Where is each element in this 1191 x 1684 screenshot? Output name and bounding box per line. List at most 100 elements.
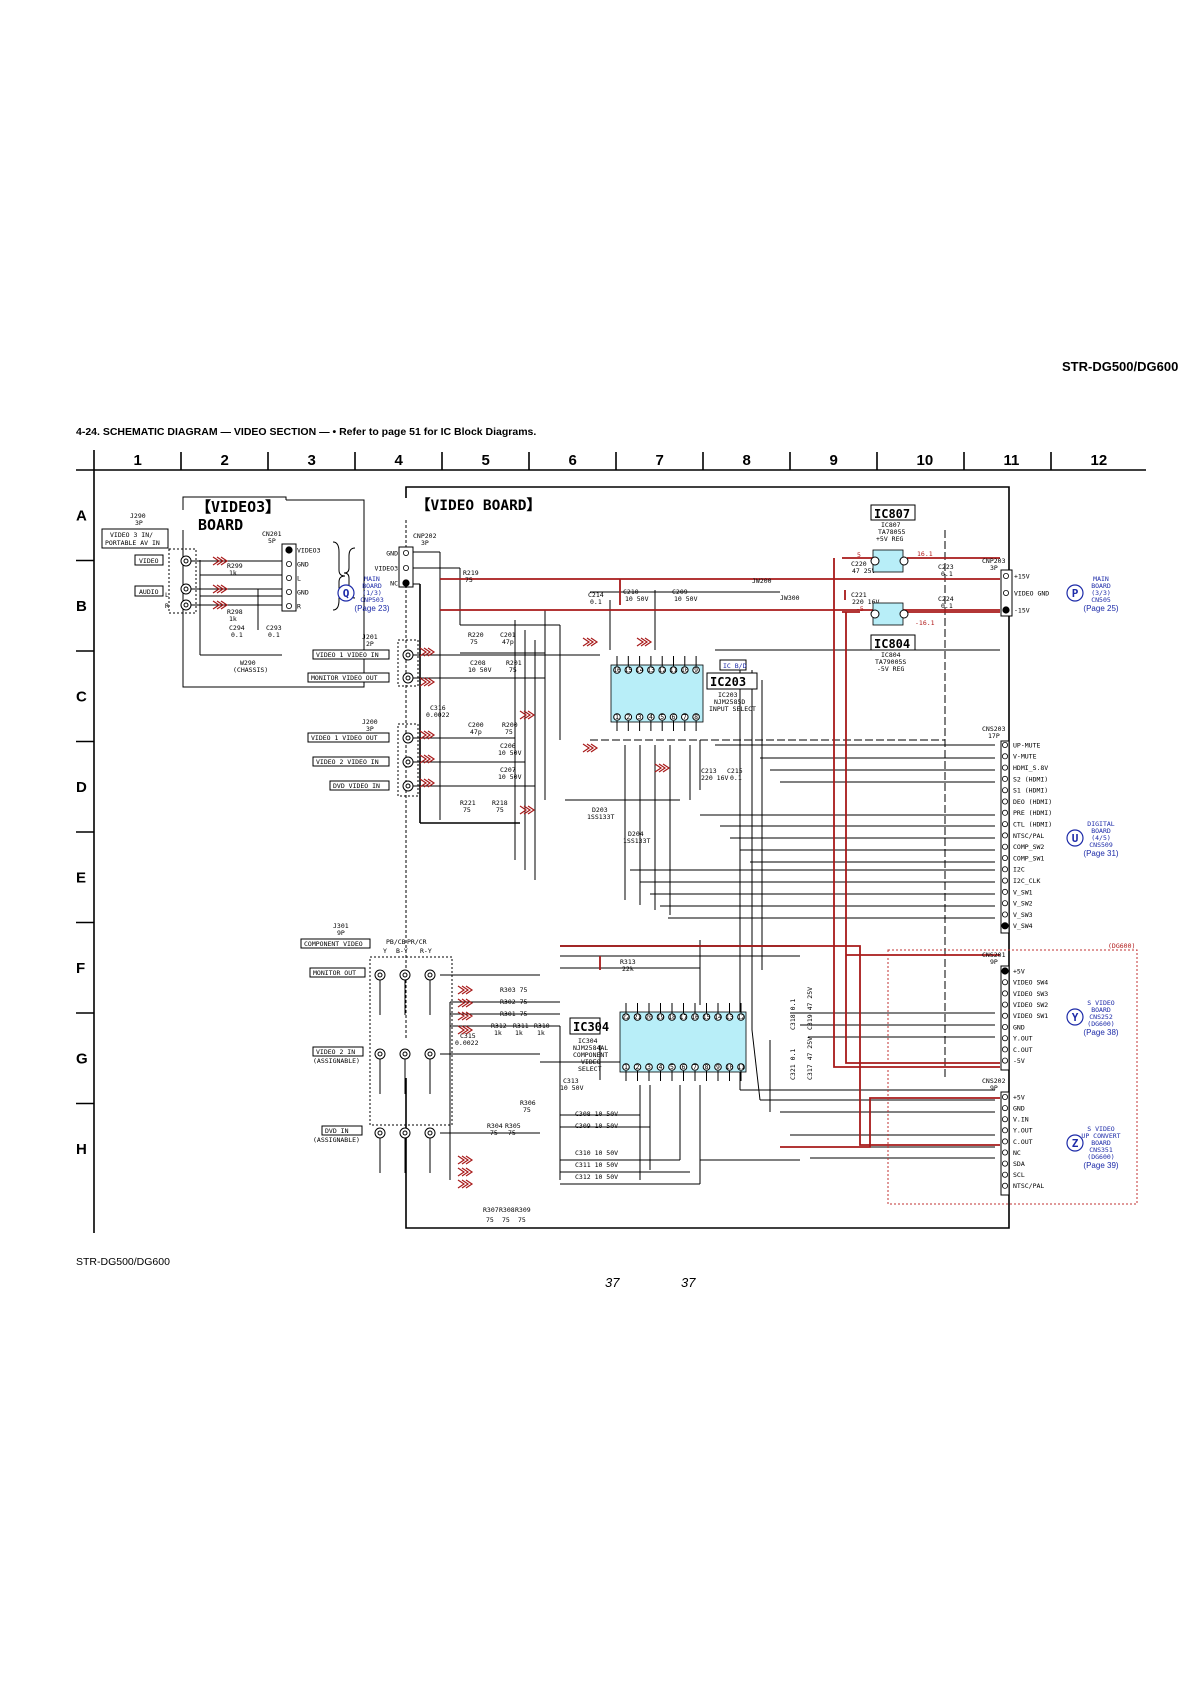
svg-text:220 16V: 220 16V — [852, 598, 879, 606]
ic304-pins-bot-4 — [656, 1063, 665, 1071]
svg-text:1SS133T: 1SS133T — [623, 837, 650, 845]
ic203-pins-bot-4 — [647, 713, 655, 721]
cns203-pins-signal-2: V-MUTE — [1013, 753, 1037, 761]
svg-text:0.1: 0.1 — [268, 631, 280, 639]
grid-row-D: D — [76, 779, 87, 796]
cn201-pins-signal-4: GND — [297, 588, 309, 596]
cnp202-pins-signal-1: GND — [386, 549, 398, 557]
svg-text:C220: C220 — [851, 560, 867, 568]
svg-text:R-Y: R-Y — [420, 947, 432, 955]
ic203-pins-top-8 — [692, 666, 700, 674]
svg-text:75: 75 — [518, 1216, 526, 1224]
cns201-pins-pin-3 — [1002, 990, 1009, 997]
cns203-pins-signal-15: V_SW2 — [1013, 900, 1033, 908]
svg-text:10 50V: 10 50V — [498, 773, 522, 781]
svg-text:12: 12 — [658, 666, 666, 674]
cns201-pins-pin-5 — [1002, 1012, 1009, 1019]
svg-text:-5: -5 — [856, 605, 864, 613]
ic807-regulator: IC807 IC807 TA78055 +5V REG — [870, 504, 916, 573]
svg-text:1SS133T: 1SS133T — [587, 813, 614, 821]
ic304-pins-bot-6 — [679, 1063, 688, 1071]
svg-text:R310: R310 — [534, 1022, 550, 1030]
cns201-ref: CNS201 — [982, 951, 1006, 959]
model-header: STR-DG500/DG600 — [1062, 359, 1179, 374]
cns203-pins-pin-7 — [1002, 809, 1009, 816]
svg-text:C201: C201 — [500, 631, 516, 639]
ic304-pins-bot-1 — [622, 1063, 630, 1071]
svg-text:12: 12 — [737, 1013, 745, 1021]
ic304-pins-top-2 — [633, 1013, 642, 1021]
svg-text:11: 11 — [737, 1063, 745, 1071]
svg-text:COMPONENT: COMPONENT — [573, 1051, 608, 1059]
svg-text:16.1: 16.1 — [917, 550, 933, 558]
svg-text:C224: C224 — [938, 595, 954, 603]
svg-text:0.1: 0.1 — [730, 774, 742, 782]
ref-U-letter: U — [1072, 832, 1079, 845]
cns203-pins-signal-12: I2C — [1013, 866, 1025, 874]
svg-text:R309: R309 — [515, 1206, 531, 1214]
grid-col-12: 12 — [1091, 452, 1108, 469]
svg-text:0.1: 0.1 — [941, 602, 953, 610]
cns202-pins-signal-7: SDA — [1013, 1160, 1025, 1168]
ic203-pins-bot-6 — [669, 713, 678, 721]
cns201-pins-pin-2 — [1002, 979, 1009, 986]
svg-text:(1/3): (1/3) — [362, 589, 382, 597]
svg-text:CN505: CN505 — [1091, 596, 1111, 604]
cns201-pins-signal-3: VIDEO SW3 — [1013, 990, 1048, 998]
cns202-pins-signal-3: V.IN — [1013, 1116, 1029, 1124]
cn201-pins-pin-5 — [285, 603, 292, 610]
ic304-pins-top-8 — [702, 1013, 711, 1021]
svg-text:J301: J301 — [333, 922, 349, 930]
cnp203-ref: CNP203 — [982, 557, 1006, 565]
svg-text:3P: 3P — [366, 725, 374, 733]
cns203-pins-pin-6 — [1002, 798, 1009, 805]
svg-text:J200: J200 — [362, 718, 378, 726]
ic203-pins-top-3 — [635, 666, 644, 674]
ic304-pins-top-6 — [679, 1013, 688, 1021]
svg-text:75: 75 — [463, 806, 471, 814]
ic304-pins-top-11 — [737, 1013, 745, 1021]
video3-board: 【VIDEO3】 BOARD J290 3P VIDEO 3 IN/ PORTA… — [101, 496, 365, 688]
cns202-pins-pin-3 — [1002, 1116, 1009, 1123]
component-video-jacks: J301 9P COMPONENT VIDEO PB/CB PR/CR Y B-… — [300, 922, 540, 1173]
cnp202-pins-pin-2 — [402, 565, 409, 572]
cnp202-pins-signal-3: NC — [390, 579, 398, 587]
svg-text:SELECT: SELECT — [578, 1065, 602, 1073]
svg-text:13: 13 — [647, 666, 655, 674]
svg-text:(Page 23): (Page 23) — [354, 604, 389, 613]
schematic-diagram: .t{font-family:"DejaVu Sans Mono",monosp… — [76, 450, 1146, 1233]
svg-text:C313: C313 — [563, 1077, 579, 1085]
cns202-pins-signal-4: Y.OUT — [1013, 1127, 1033, 1135]
svg-text:18: 18 — [668, 1013, 676, 1021]
svg-text:C309 10 50V: C309 10 50V — [575, 1122, 618, 1130]
ic304-pins-top-1 — [622, 1013, 630, 1021]
svg-text:14: 14 — [714, 1013, 722, 1021]
cns203-pins-signal-5: S1 (HDMI) — [1013, 787, 1048, 795]
svg-text:JW200: JW200 — [752, 577, 772, 585]
svg-text:C311 10 50V: C311 10 50V — [575, 1161, 618, 1169]
ic304-component-select: IC304 IC304 NJM2584AL COMPONENT VIDEO SE… — [569, 1003, 747, 1081]
svg-text:7: 7 — [693, 1063, 697, 1071]
svg-text:75: 75 — [502, 1216, 510, 1224]
ref-Q-badge — [337, 584, 355, 602]
cns203-pins-pin-14 — [1002, 888, 1009, 895]
ic304-pins-top-9 — [714, 1013, 722, 1021]
svg-text:C294: C294 — [229, 624, 245, 632]
ic804-regulator: IC804 IC804 TA79005S -5V REG — [870, 602, 916, 673]
svg-text:BOARD: BOARD — [1091, 1139, 1111, 1147]
svg-text:1k: 1k — [537, 1029, 545, 1037]
svg-text:6: 6 — [672, 713, 676, 721]
svg-text:R311: R311 — [513, 1022, 529, 1030]
svg-text:9: 9 — [716, 1063, 720, 1071]
cns203-pins-signal-6: DEO (HDMI) — [1013, 798, 1052, 806]
cns202-ref: CNS202 — [982, 1077, 1006, 1085]
j290-label: VIDEO 3 IN/ — [110, 531, 153, 539]
video3-board-subtitle: BOARD — [198, 516, 243, 534]
diagram-title: 4-24. SCHEMATIC DIAGRAM — VIDEO SECTION … — [76, 426, 537, 438]
ic304-box: IC304 — [573, 1020, 609, 1034]
cns203-pins-signal-1: UP-MUTE — [1013, 741, 1040, 749]
